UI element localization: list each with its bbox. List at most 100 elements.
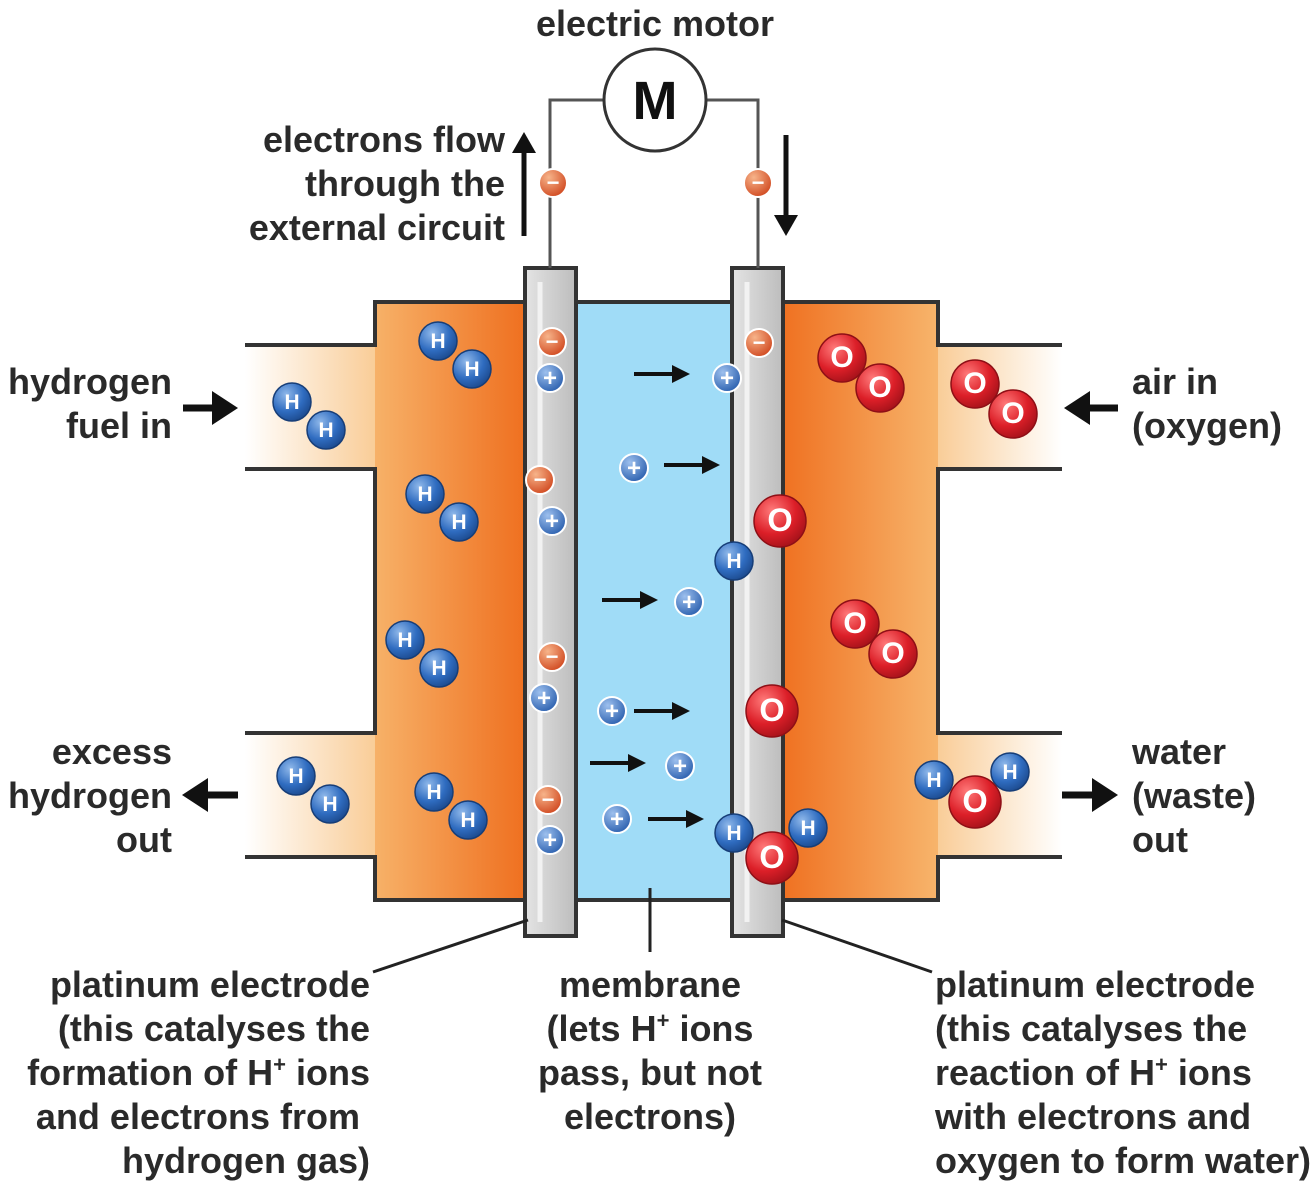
- svg-text:H: H: [284, 391, 299, 414]
- oxygen-atom: O: [868, 629, 918, 679]
- oxygen-atom: O: [817, 333, 867, 383]
- svg-text:O: O: [843, 607, 866, 640]
- flow-arrows: [182, 391, 1118, 812]
- svg-text:O: O: [962, 783, 987, 819]
- svg-text:H: H: [397, 629, 412, 652]
- svg-text:O: O: [759, 692, 784, 728]
- hydrogen-atom: H: [414, 772, 454, 812]
- oxygen-atom: O: [830, 599, 880, 649]
- electron: −: [533, 785, 563, 815]
- hydrogen-ion: +: [535, 363, 565, 393]
- ion-movement-arrows: [590, 365, 720, 828]
- motor-icon: [602, 47, 708, 153]
- hydrogen-in-label: hydrogen fuel in: [7, 361, 172, 446]
- hydrogen-atom: H: [272, 382, 312, 422]
- hydrogen-atom: H: [452, 349, 492, 389]
- hydrogen-ion: +: [529, 683, 559, 713]
- hydrogen-atom: H: [788, 808, 828, 848]
- svg-text:H: H: [417, 483, 432, 506]
- electron: −: [525, 465, 555, 495]
- svg-text:+: +: [537, 685, 551, 712]
- external-circuit: M: [548, 47, 760, 268]
- hydrogen-atom: H: [418, 321, 458, 361]
- svg-text:−: −: [752, 170, 765, 195]
- svg-text:H: H: [288, 765, 303, 788]
- svg-text:+: +: [605, 698, 619, 725]
- hydrogen-atom: H: [419, 648, 459, 688]
- svg-text:+: +: [720, 365, 734, 392]
- svg-text:H: H: [426, 781, 441, 804]
- electron-flow-arrows: [512, 132, 798, 236]
- hydrogen-atom: H: [714, 813, 754, 853]
- electron: −: [537, 327, 567, 357]
- motor-label: electric motor: [535, 3, 775, 44]
- oxygen-atom: O: [745, 831, 799, 885]
- anode-caption: platinum electrode (this catalyses the f…: [27, 964, 370, 1181]
- hydrogen-atom: H: [306, 410, 346, 450]
- svg-text:H: H: [430, 330, 445, 353]
- svg-text:O: O: [830, 341, 853, 374]
- oxygen-atom: O: [950, 359, 1000, 409]
- hydrogen-ion: +: [619, 453, 649, 483]
- svg-text:H: H: [322, 793, 337, 816]
- hydrogen-atom: H: [276, 756, 316, 796]
- oxygen-atom: O: [948, 775, 1002, 829]
- svg-text:−: −: [546, 644, 559, 669]
- cathode-caption: platinum electrode (this catalyses the r…: [935, 964, 1312, 1181]
- hydrogen-atom: H: [448, 800, 488, 840]
- oxygen-atom: O: [855, 363, 905, 413]
- svg-text:H: H: [1002, 761, 1017, 784]
- svg-text:+: +: [543, 365, 557, 392]
- svg-text:O: O: [963, 367, 986, 400]
- water-out-label: water (waste) out: [1132, 731, 1257, 860]
- electron: −: [538, 168, 568, 198]
- svg-text:−: −: [547, 170, 560, 195]
- hydrogen-ion: +: [665, 751, 695, 781]
- svg-text:+: +: [682, 589, 696, 616]
- hydrogen-ion: +: [712, 363, 742, 393]
- svg-text:H: H: [464, 358, 479, 381]
- svg-text:−: −: [546, 329, 559, 354]
- svg-text:−: −: [753, 330, 766, 355]
- hydrogen-atom: H: [990, 752, 1030, 792]
- svg-text:H: H: [460, 809, 475, 832]
- electron-flow-label: electrons flow through the external circ…: [248, 119, 505, 248]
- hydrogen-ion: +: [535, 825, 565, 855]
- svg-text:O: O: [759, 839, 784, 875]
- svg-text:O: O: [868, 371, 891, 404]
- oxygen-atom: O: [988, 389, 1038, 439]
- svg-text:−: −: [534, 467, 547, 492]
- anode-chamber: [245, 300, 525, 902]
- hydrogen-atom: H: [439, 502, 479, 542]
- hydrogen-ion: +: [537, 506, 567, 536]
- svg-text:+: +: [543, 827, 557, 854]
- electron: −: [537, 642, 567, 672]
- svg-text:H: H: [431, 657, 446, 680]
- motor-symbol: M: [633, 71, 678, 131]
- oxygen-atom: O: [753, 494, 807, 548]
- air-in-label: air in (oxygen): [1132, 361, 1283, 446]
- hydrogen-ion: +: [597, 696, 627, 726]
- svg-text:+: +: [627, 455, 641, 482]
- svg-text:O: O: [1001, 397, 1024, 430]
- electron: −: [744, 328, 774, 358]
- svg-text:H: H: [800, 817, 815, 840]
- svg-text:−: −: [542, 787, 555, 812]
- hydrogen-ion: +: [602, 804, 632, 834]
- svg-text:H: H: [726, 550, 741, 573]
- hydrogen-ion: +: [674, 587, 704, 617]
- hydrogen-out-label: excess hydrogen out: [7, 731, 172, 860]
- hydrogen-atom: H: [714, 541, 754, 581]
- svg-text:H: H: [926, 769, 941, 792]
- hydrogen-atom: H: [310, 784, 350, 824]
- svg-text:O: O: [881, 637, 904, 670]
- svg-text:+: +: [610, 806, 624, 833]
- hydrogen-atom: H: [385, 620, 425, 660]
- svg-text:H: H: [318, 419, 333, 442]
- svg-text:H: H: [451, 511, 466, 534]
- membrane-caption: membrane (lets H+ ions pass, but not ele…: [538, 964, 762, 1137]
- svg-text:H: H: [726, 822, 741, 845]
- hydrogen-atom: H: [405, 474, 445, 514]
- oxygen-atom: O: [745, 684, 799, 738]
